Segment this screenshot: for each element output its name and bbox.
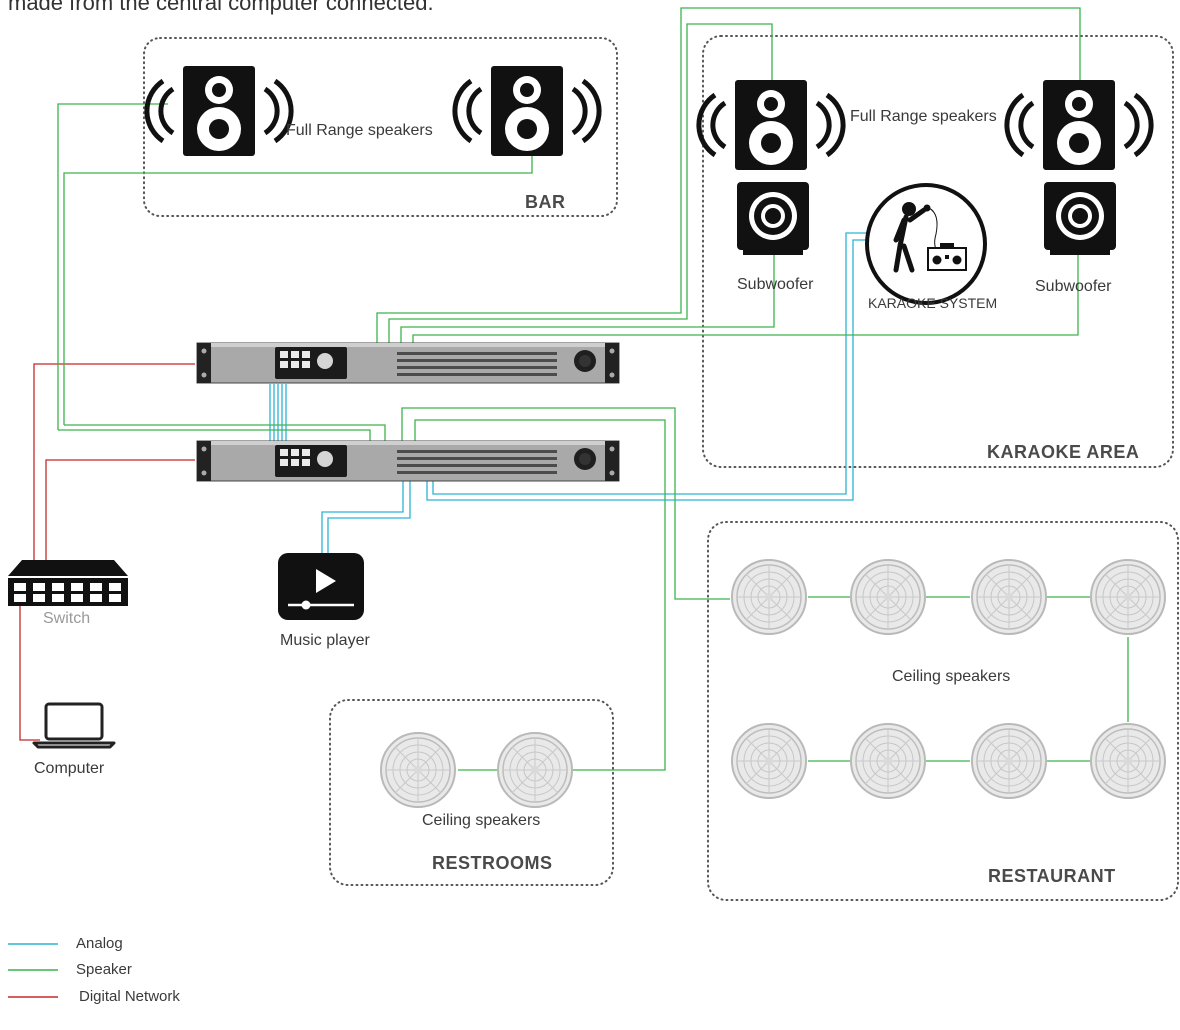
restaurant-ceiling-label: Ceiling speakers [892, 668, 1011, 685]
zone-karaoke-title: KARAOKE AREA [987, 442, 1140, 462]
subwoofer-right-label: Subwoofer [1035, 278, 1112, 295]
ceiling-speaker-icon [497, 732, 573, 808]
speaker-icon [147, 66, 291, 156]
ceiling-speaker-icon [1090, 559, 1166, 635]
speaker-icon [455, 66, 599, 156]
play-icon [278, 553, 364, 620]
ceiling-speaker-icon [971, 559, 1047, 635]
zone-bar-border [143, 37, 618, 217]
laptop-icon [32, 702, 116, 749]
network-switch-icon [8, 560, 128, 606]
amplifier-icon [196, 342, 620, 384]
restroom-ceiling-label: Ceiling speakers [422, 812, 541, 829]
subwoofer-icon [737, 182, 809, 255]
subwoofer-left-label: Subwoofer [737, 276, 814, 293]
computer-label: Computer [34, 760, 105, 777]
zone-restrooms-title: RESTROOMS [432, 853, 553, 873]
speaker-wires [57, 7, 1129, 771]
amplifier-icon [196, 440, 620, 482]
ceiling-speaker-icon [850, 723, 926, 799]
legend-network-label: Digital Network [79, 988, 180, 1005]
zone-restaurant-border [707, 521, 1179, 901]
zone-bar-title: BAR [525, 192, 566, 212]
zone-restaurant-title: RESTAURANT [988, 866, 1116, 886]
intro-text: made from the central computer connected… [8, 0, 434, 15]
karaoke-system-label: KARAOKE SYSTEM [868, 295, 998, 311]
ceiling-speaker-icon [380, 732, 456, 808]
analog-wires [269, 232, 866, 553]
ceiling-speaker-icon [850, 559, 926, 635]
music-player-label: Music player [280, 632, 370, 649]
ceiling-speaker-icon [1090, 723, 1166, 799]
legend-analog-label: Analog [76, 935, 123, 952]
ceiling-speaker-icon [971, 723, 1047, 799]
subwoofer-icon [1044, 182, 1116, 255]
ceiling-speaker-icon [731, 559, 807, 635]
bar-speakers-label: Full Range speakers [286, 122, 433, 139]
karaoke-singer-icon [865, 183, 987, 305]
ceiling-speaker-icon [731, 723, 807, 799]
zone-restrooms-border [329, 699, 614, 886]
legend-speaker-label: Speaker [76, 961, 132, 978]
karaoke-speakers-label: Full Range speakers [850, 108, 997, 125]
speaker-icon [699, 80, 843, 170]
switch-label: Switch [43, 610, 91, 627]
speaker-icon [1007, 80, 1151, 170]
zone-karaoke-border [702, 35, 1174, 468]
network-wires [19, 363, 195, 741]
